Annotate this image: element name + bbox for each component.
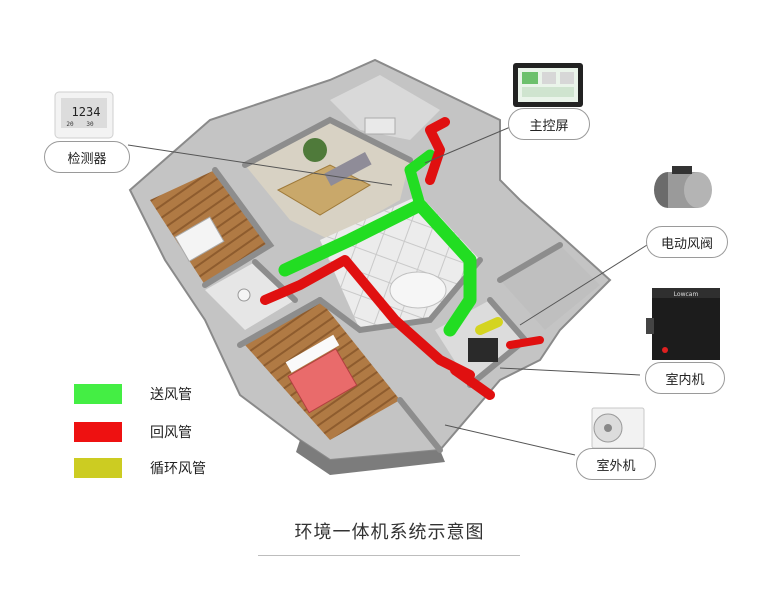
sofa bbox=[324, 152, 372, 186]
legend-return: 回风管 bbox=[74, 422, 192, 442]
leader-lines bbox=[127, 124, 656, 456]
bed-left bbox=[174, 216, 225, 262]
sensor-device bbox=[54, 91, 114, 139]
apartment-base-side bbox=[296, 440, 445, 475]
outdoor-unit-label: 室外机 bbox=[576, 448, 656, 480]
indoor-unit-brand: Lowcam bbox=[674, 291, 699, 298]
legend-circulation: 循环风管 bbox=[74, 458, 206, 478]
plant bbox=[303, 138, 327, 162]
damper-label: 电动风阀 bbox=[646, 226, 728, 258]
legend-supply-swatch bbox=[74, 384, 122, 404]
bed-main bbox=[287, 348, 358, 414]
indoor-unit-label: 室内机 bbox=[645, 362, 725, 394]
sensor-small-reading-1: 20 bbox=[66, 121, 74, 128]
sensor-label: 检测器 bbox=[44, 141, 130, 173]
toilet bbox=[237, 288, 251, 302]
diagram-caption: 环境一体机系统示意图 bbox=[294, 522, 485, 543]
main-screen-label: 主控屏 bbox=[508, 108, 590, 140]
legend-circulation-swatch bbox=[74, 458, 122, 478]
sensor-small-reading-2: 30 bbox=[86, 121, 94, 128]
round-table bbox=[389, 271, 447, 309]
circulation-duct bbox=[475, 317, 503, 335]
legend-supply: 送风管 bbox=[74, 384, 192, 404]
return-duct-branch bbox=[425, 117, 450, 185]
indoor-unit-installed bbox=[468, 338, 498, 362]
return-duct bbox=[260, 255, 475, 380]
legend-supply-label: 送风管 bbox=[150, 387, 192, 403]
return-duct-outdoor bbox=[506, 336, 544, 349]
supply-duct-branch bbox=[404, 149, 436, 211]
legend-circulation-label: 循环风管 bbox=[150, 461, 206, 477]
sensor-reading: 1234 bbox=[72, 105, 101, 119]
outdoor-unit-device bbox=[591, 407, 645, 449]
room-kitchen bbox=[330, 75, 440, 140]
indoor-unit-device bbox=[646, 288, 720, 360]
wardrobe-kitchen bbox=[364, 117, 396, 135]
main-screen-device bbox=[513, 63, 583, 107]
legend-return-swatch bbox=[74, 422, 122, 442]
supply-duct bbox=[278, 198, 477, 337]
return-duct-lower bbox=[450, 365, 495, 400]
bed-main-pillow bbox=[285, 334, 340, 373]
damper-device bbox=[654, 166, 712, 208]
caption-underline bbox=[258, 555, 520, 556]
legend-return-label: 回风管 bbox=[150, 425, 192, 441]
